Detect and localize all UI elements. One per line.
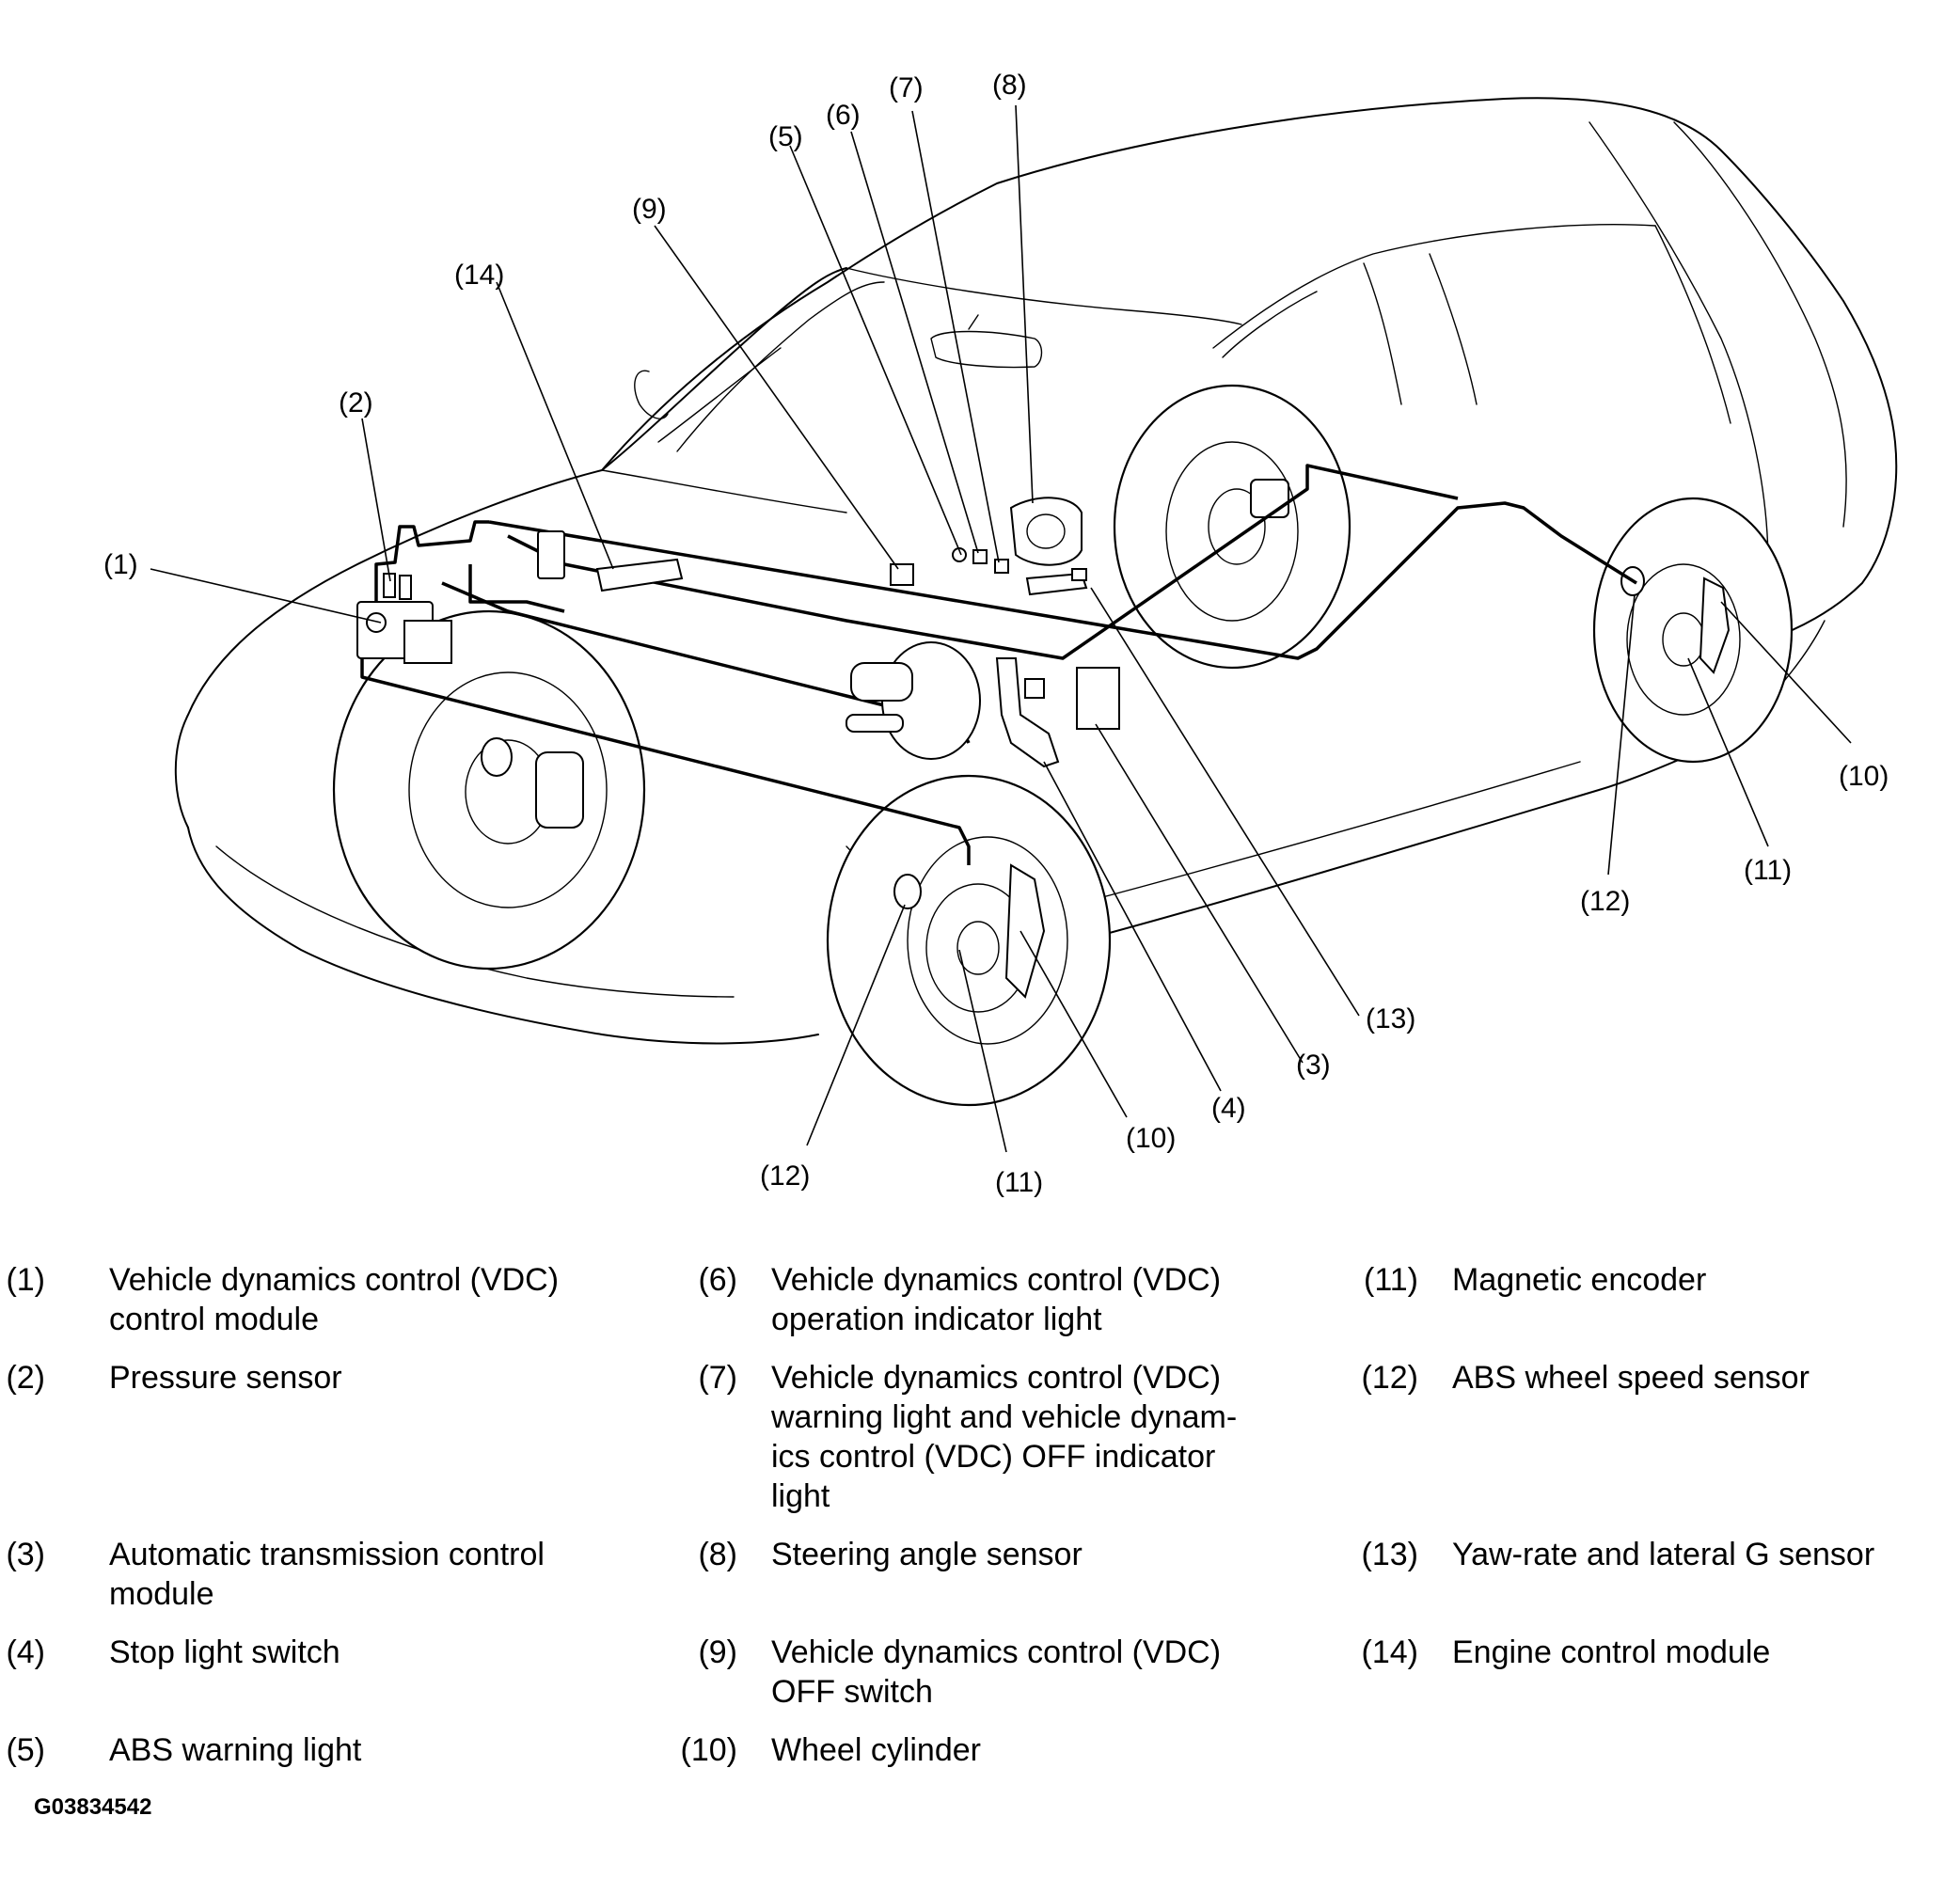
legend-text: Steering angle sensor xyxy=(771,1537,1083,1572)
figure-id: G03834542 xyxy=(34,1794,152,1820)
front-left-wheel xyxy=(332,609,646,971)
legend-item-11: (11) Magnetic encoder xyxy=(1343,1260,1954,1300)
pressure-sensor xyxy=(383,573,412,600)
front-right-wheel xyxy=(826,774,1112,1107)
callout-6: (6) xyxy=(826,100,861,131)
callout-10-front: (10) xyxy=(1126,1123,1176,1154)
legend-text: Magnetic encoder xyxy=(1452,1262,1707,1298)
callout-10-rear: (10) xyxy=(1839,761,1889,792)
callout-9: (9) xyxy=(632,194,667,225)
legend-number: (2) xyxy=(6,1360,45,1396)
legend-item-9: (9) Vehicle dynamics control (VDC) OFF s… xyxy=(662,1633,1320,1712)
callout-4: (4) xyxy=(1211,1093,1246,1124)
callout-1: (1) xyxy=(103,549,138,580)
legend-item-5: (5) ABS warning light xyxy=(0,1730,361,1770)
steering-angle-sensor xyxy=(1009,497,1083,566)
legend-text: Wheel cylinder xyxy=(771,1732,981,1768)
legend-item-12: (12) ABS wheel speed sensor xyxy=(1343,1358,1954,1397)
yaw-rate-sensor xyxy=(1025,568,1088,596)
component-legend: (1) Vehicle dynamics control (VDC) contr… xyxy=(0,1251,1960,1815)
legend-number: (4) xyxy=(6,1634,45,1670)
legend-text: ABS warning light xyxy=(109,1732,362,1768)
legend-text: Vehicle dynamics control (VDC) operation… xyxy=(771,1262,1222,1337)
legend-text: Automatic transmission control module xyxy=(109,1537,545,1612)
rear-right-wheel xyxy=(1592,497,1794,764)
transmission-control-module xyxy=(1076,667,1120,730)
legend-item-3: (3) Automatic transmission control modul… xyxy=(0,1535,545,1614)
leader-lines xyxy=(150,104,1852,1153)
callout-7: (7) xyxy=(889,72,924,103)
callout-12-front: (12) xyxy=(760,1161,810,1192)
legend-number: (11) xyxy=(1364,1262,1418,1298)
legend-text: Vehicle dynamics control (VDC) warning l… xyxy=(771,1360,1238,1514)
callout-13: (13) xyxy=(1366,1003,1415,1034)
rear-left-wheel xyxy=(1113,384,1351,670)
legend-text: Pressure sensor xyxy=(109,1360,342,1396)
legend-text: Stop light switch xyxy=(109,1634,340,1670)
legend-item-2: (2) Pressure sensor xyxy=(0,1358,342,1397)
legend-number: (6) xyxy=(698,1262,737,1298)
callout-8: (8) xyxy=(992,70,1027,101)
callout-11-front: (11) xyxy=(995,1167,1043,1198)
engine-control-module xyxy=(595,558,684,592)
vehicle-diagram: (1) (2) (3) (4) (5) (6) (7) (8) (9) (10)… xyxy=(103,70,1898,1198)
vdc-control-module xyxy=(356,601,452,664)
legend-number: (8) xyxy=(698,1537,737,1572)
legend-item-13: (13) Yaw-rate and lateral G sensor xyxy=(1343,1535,1954,1574)
legend-text: Vehicle dynamics control (VDC) OFF switc… xyxy=(771,1634,1222,1710)
brake-booster xyxy=(846,641,981,760)
legend-text: Engine control module xyxy=(1452,1634,1771,1670)
legend-item-1: (1) Vehicle dynamics control (VDC) contr… xyxy=(0,1260,559,1339)
vdc-off-switch xyxy=(890,563,914,586)
callout-2: (2) xyxy=(339,387,373,418)
legend-number: (13) xyxy=(1361,1537,1418,1572)
callout-11-rear: (11) xyxy=(1744,855,1792,886)
legend-number: (12) xyxy=(1361,1360,1418,1396)
legend-item-7: (7) Vehicle dynamics control (VDC) warni… xyxy=(662,1358,1320,1516)
callout-12-rear: (12) xyxy=(1580,886,1630,917)
warning-lights xyxy=(952,547,1009,574)
legend-item-4: (4) Stop light switch xyxy=(0,1633,340,1672)
legend-number: (7) xyxy=(698,1360,737,1396)
callout-3: (3) xyxy=(1296,1050,1331,1081)
brake-pedal xyxy=(995,657,1060,768)
relay-box xyxy=(537,530,565,579)
legend-number: (3) xyxy=(6,1537,45,1572)
legend-number: (9) xyxy=(698,1634,737,1670)
legend-number: (10) xyxy=(680,1732,737,1768)
legend-number: (14) xyxy=(1361,1634,1418,1670)
vehicle-diagram-svg: (1) (2) (3) (4) (5) (6) (7) (8) (9) (10)… xyxy=(103,70,1898,1198)
car-body-outline xyxy=(174,97,1898,1045)
legend-item-14: (14) Engine control module xyxy=(1343,1633,1954,1672)
legend-text: ABS wheel speed sensor xyxy=(1452,1360,1810,1396)
legend-item-10: (10) Wheel cylinder xyxy=(662,1730,1320,1770)
callout-5: (5) xyxy=(768,121,803,152)
legend-number: (5) xyxy=(6,1732,45,1768)
legend-text: Vehicle dynamics control (VDC) control m… xyxy=(109,1262,560,1337)
legend-text: Yaw-rate and lateral G sensor xyxy=(1452,1537,1875,1572)
callout-14: (14) xyxy=(454,260,504,291)
legend-item-6: (6) Vehicle dynamics control (VDC) opera… xyxy=(662,1260,1320,1339)
legend-item-8: (8) Steering angle sensor xyxy=(662,1535,1320,1574)
legend-number: (1) xyxy=(6,1262,45,1298)
